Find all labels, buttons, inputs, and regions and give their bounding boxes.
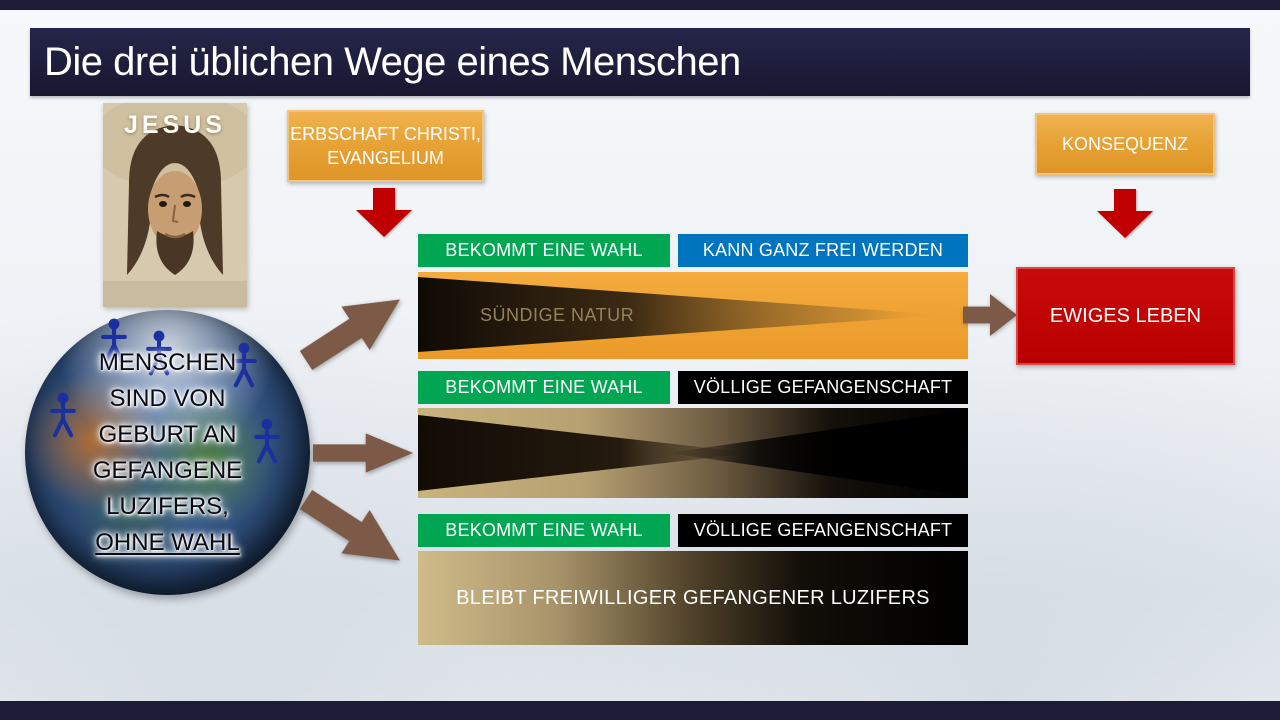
bar-label-row3: BLEIBT FREIWILLIGER GEFANGENER LUZIFERS <box>456 586 930 609</box>
result-arrow-icon <box>963 294 1017 336</box>
down-arrow-icon <box>356 188 412 237</box>
path-arrow-icon <box>299 299 400 371</box>
jesus-caption: JESUS <box>124 111 226 139</box>
choice-label-row1: BEKOMMT EINE WAHL <box>418 234 670 267</box>
path-arrow-icon <box>299 489 400 561</box>
bar-label-row1: SÜNDIGE NATUR <box>480 305 635 325</box>
bottom-border <box>0 701 1280 720</box>
person-icon <box>231 342 257 388</box>
sin-wedge-graphic <box>418 272 968 359</box>
top-border <box>0 0 1280 10</box>
captivity-wedge-graphic <box>418 408 968 498</box>
globe-line: MENSCHEN <box>98 348 237 376</box>
konsequenz-label: KONSEQUENZ <box>1061 134 1189 154</box>
title-bar: Die drei üblichen Wege eines Menschen <box>30 28 1250 96</box>
path-bar-row1: SÜNDIGE NATUR <box>418 272 968 359</box>
person-icon <box>146 330 172 376</box>
globe-caption: MENSCHEN SIND VON GEBURT AN GEFANGENE LU… <box>25 310 310 595</box>
path-bar-row3: BLEIBT FREIWILLIGER GEFANGENER LUZIFERS <box>418 551 968 645</box>
gospel-box: ERBSCHAFT CHRISTI, EVANGELIUM <box>287 110 484 182</box>
globe-line: SIND VON <box>109 384 226 412</box>
down-arrow-icon <box>1097 189 1153 238</box>
outcome-label-row3: VÖLLIGE GEFANGENSCHAFT <box>678 514 968 547</box>
person-icon <box>50 392 76 438</box>
path-arrow-icon <box>313 433 413 473</box>
person-icon <box>101 318 127 364</box>
konsequenz-box: KONSEQUENZ <box>1035 113 1215 175</box>
gospel-line1: ERBSCHAFT CHRISTI, <box>290 124 481 144</box>
earth-globe: MENSCHEN SIND VON GEBURT AN GEFANGENE LU… <box>25 310 310 595</box>
eternal-life-box: EWIGES LEBEN <box>1016 267 1235 365</box>
page-title: Die drei üblichen Wege eines Menschen <box>44 39 741 84</box>
jesus-portrait-image: JESUS <box>103 103 247 307</box>
globe-line-underlined: OHNE WAHL <box>95 528 240 556</box>
person-icon <box>254 418 280 464</box>
globe-line: LUZIFERS, <box>106 492 229 520</box>
outcome-label-row1: KANN GANZ FREI WERDEN <box>678 234 968 267</box>
voluntary-captivity-graphic <box>418 551 968 645</box>
gospel-line2: EVANGELIUM <box>327 148 444 168</box>
outcome-label-row2: VÖLLIGE GEFANGENSCHAFT <box>678 371 968 404</box>
globe-line: GEFANGENE <box>92 456 243 484</box>
globe-line: GEBURT AN <box>98 420 237 448</box>
jesus-portrait-icon <box>103 103 247 307</box>
path-bar-row2 <box>418 408 968 498</box>
choice-label-row2: BEKOMMT EINE WAHL <box>418 371 670 404</box>
choice-label-row3: BEKOMMT EINE WAHL <box>418 514 670 547</box>
